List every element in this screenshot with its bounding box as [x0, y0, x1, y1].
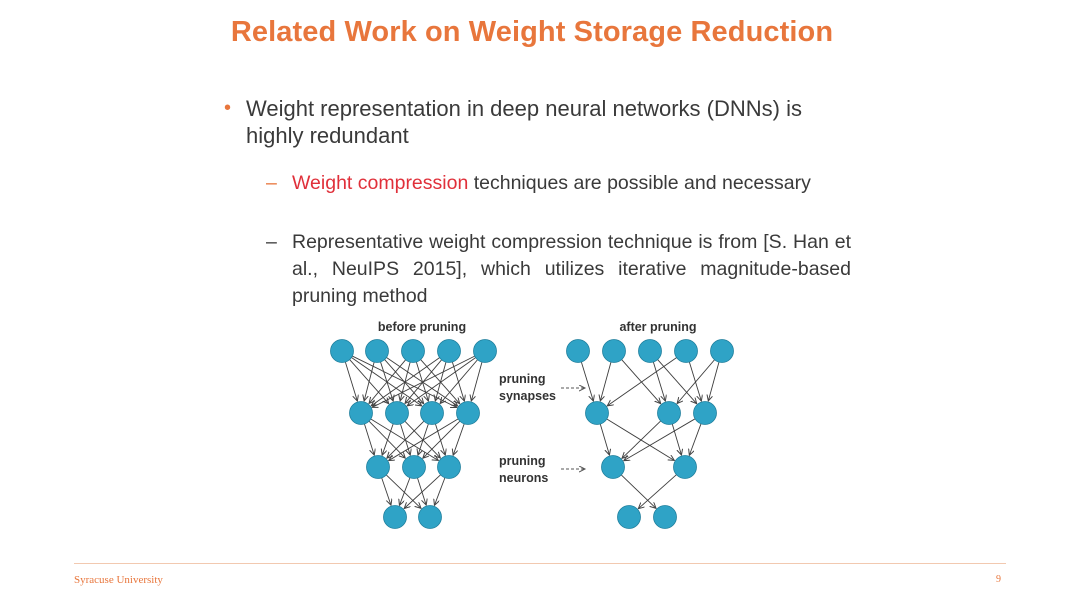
neuron: [456, 401, 480, 425]
neuron: [653, 505, 677, 529]
highlight-text: Weight compression: [292, 172, 469, 194]
neuron: [330, 339, 354, 363]
synapse: [434, 477, 446, 506]
synapse: [453, 423, 465, 455]
synapse: [688, 361, 701, 401]
synapse: [600, 361, 612, 401]
main-bullet-text: Weight representation in deep neural net…: [246, 96, 802, 148]
footer-page-number: 9: [996, 574, 1001, 585]
synapse: [371, 357, 440, 406]
sub-bullet-compression: – Weight compression techniques are poss…: [266, 170, 851, 197]
synapse: [708, 361, 720, 401]
synapse: [606, 418, 675, 460]
neuron: [402, 455, 426, 479]
neuron: [473, 339, 497, 363]
synapse: [580, 361, 593, 401]
neuron: [585, 401, 609, 425]
dash-marker: –: [266, 231, 277, 253]
sub-bullet-rest-text: techniques are possible and necessary: [468, 172, 811, 194]
before-pruning-label: before pruning: [378, 320, 466, 334]
neuron: [602, 339, 626, 363]
synapse: [364, 423, 374, 455]
synapse: [638, 474, 677, 509]
synapse: [423, 420, 461, 458]
neuron: [385, 401, 409, 425]
synapse: [622, 420, 662, 458]
bullet-marker: •: [224, 97, 232, 119]
dash-marker: –: [266, 172, 277, 194]
synapse: [471, 361, 483, 401]
synapse: [385, 474, 421, 508]
synapse: [404, 474, 441, 509]
neuron: [437, 339, 461, 363]
synapse: [652, 361, 665, 401]
neuron: [674, 339, 698, 363]
sub-bullet-compression-text: Weight compression techniques are possib…: [292, 170, 851, 197]
neuron: [657, 401, 681, 425]
after-pruning-label: after pruning: [619, 320, 696, 334]
neuron: [418, 505, 442, 529]
neuron: [638, 339, 662, 363]
synapse: [407, 357, 476, 406]
synapse: [417, 477, 427, 505]
pruning-neurons-label-line1: pruning: [499, 454, 546, 468]
neuron: [566, 339, 590, 363]
sub-bullet-reference: – Representative weight compression tech…: [266, 229, 851, 310]
synapse: [599, 423, 609, 455]
synapse: [381, 477, 391, 505]
network-neurons: [330, 339, 734, 529]
neuron: [420, 401, 444, 425]
sub-bullet-reference-text: Representative weight compression techni…: [292, 231, 851, 307]
pruning-neurons-label-line2: neurons: [499, 471, 548, 485]
synapse: [387, 420, 425, 458]
synapse: [607, 357, 677, 406]
synapse: [620, 474, 656, 508]
synapse: [671, 423, 681, 455]
synapse: [415, 361, 428, 401]
neuron: [383, 505, 407, 529]
pruning-synapses-label-line2: synapses: [499, 389, 556, 403]
synapse: [399, 477, 411, 506]
synapse: [440, 359, 478, 404]
neuron: [349, 401, 373, 425]
neuron: [401, 339, 425, 363]
pruning-synapses-label-line1: pruning: [499, 372, 546, 386]
synapse: [344, 361, 357, 401]
synapse: [435, 361, 447, 401]
synapse: [389, 418, 459, 461]
neuron: [437, 455, 461, 479]
neuron: [693, 401, 717, 425]
synapse: [382, 423, 394, 455]
neuron: [617, 505, 641, 529]
neuron: [365, 339, 389, 363]
neuron: [673, 455, 697, 479]
synapse: [657, 359, 697, 404]
synapse: [369, 359, 406, 404]
after-pruning-synapses: [580, 357, 720, 509]
synapse: [624, 418, 696, 461]
neuron: [601, 455, 625, 479]
slide-title: Related Work on Weight Storage Reduction: [230, 16, 834, 48]
before-pruning-synapses: [344, 355, 483, 509]
synapse: [621, 359, 661, 404]
synapse: [364, 362, 375, 401]
neuron: [366, 455, 390, 479]
neuron: [710, 339, 734, 363]
synapse: [435, 423, 445, 455]
footer-university: Syracuse University: [74, 574, 163, 586]
synapse: [689, 423, 702, 455]
synapse: [384, 359, 424, 404]
footer-divider: [74, 563, 1006, 564]
synapse: [372, 355, 475, 407]
